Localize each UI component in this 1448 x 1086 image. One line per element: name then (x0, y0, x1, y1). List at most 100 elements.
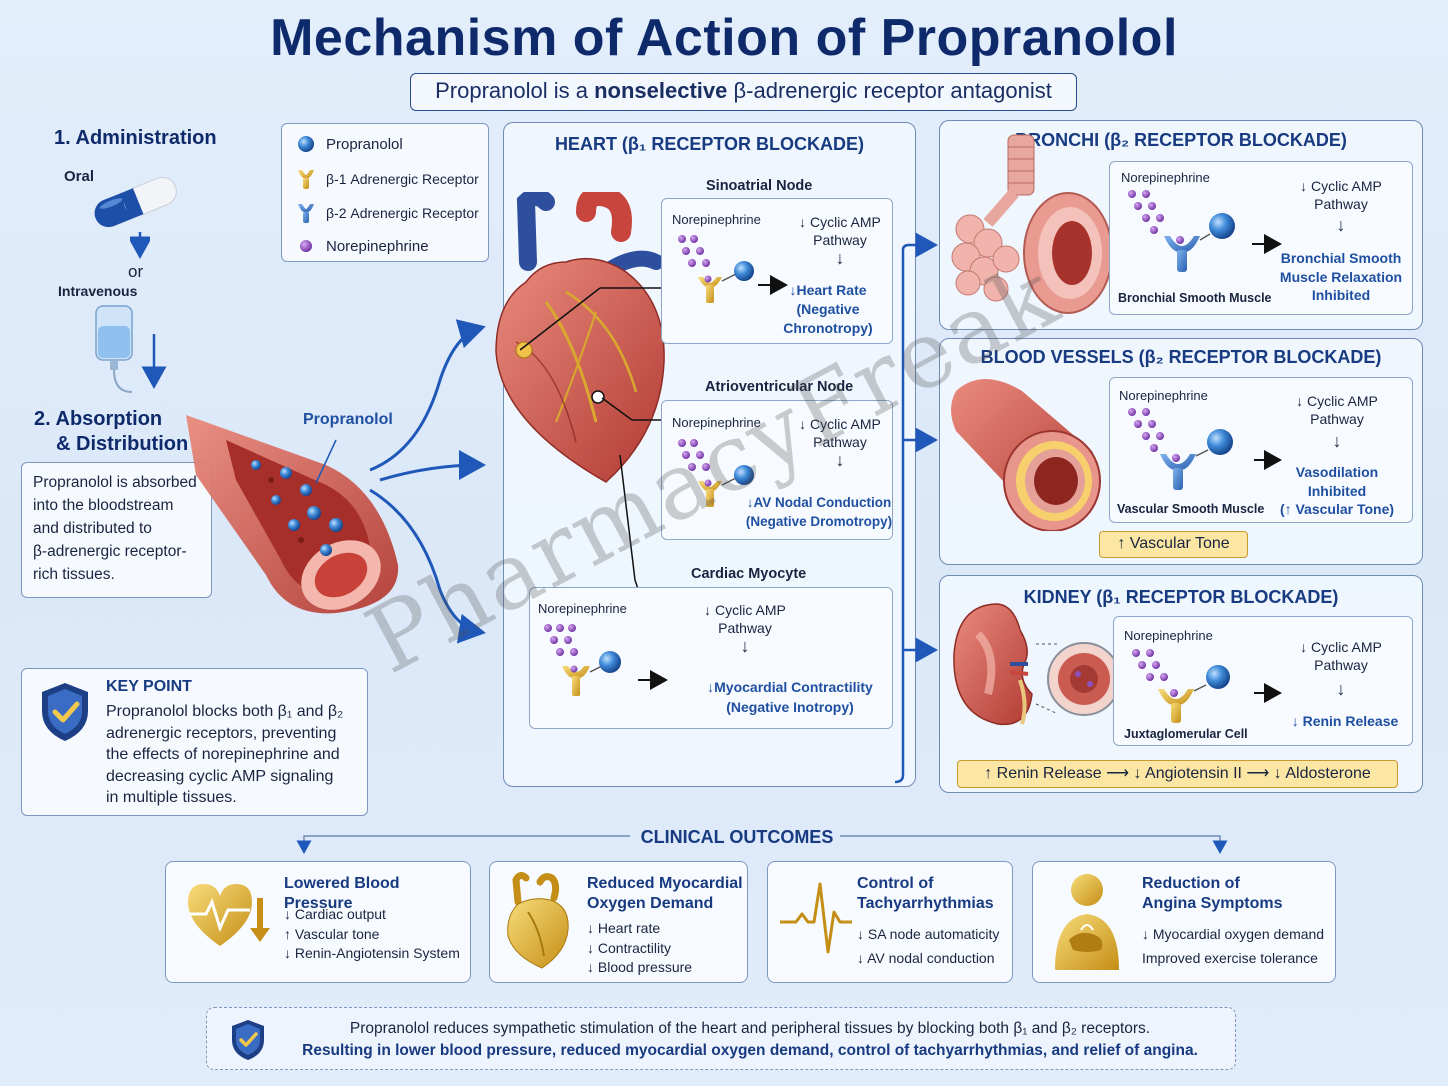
av-node-box: Norepinephrine ↓ Cyclic AMP Pathway ↓ ↓A… (661, 400, 893, 540)
key-point-heading: KEY POINT (106, 678, 192, 695)
blue-receptor-icon (298, 204, 314, 223)
bronchi-ne-label: Norepinephrine (1121, 170, 1210, 185)
sa-camp-text: ↓ Cyclic AMP Pathway ↓ (786, 213, 894, 267)
iv-bag-icon (95, 305, 167, 393)
outcome-line: ↑ Vascular tone (284, 925, 380, 942)
vessels-ne-label: Norepinephrine (1119, 388, 1208, 403)
camp-line: ↓ Cyclic AMP (704, 602, 786, 618)
myocyte-effect-text: ↓Myocardial Contractility (Negative Inot… (690, 678, 890, 717)
outcome-title-line: Lowered Blood Pressure (284, 875, 400, 912)
camp-line: Pathway (813, 232, 867, 248)
effect-line: Inhibited (1311, 287, 1371, 303)
vessels-camp-text: ↓ Cyclic AMP Pathway ↓ (1276, 392, 1398, 454)
sa-effect-text: ↓Heart Rate (Negative Chronotropy) (774, 281, 882, 338)
absorption-heading: 2. Absorption & Distribution (34, 407, 188, 457)
absorption-text-line: Propranolol is absorbed (33, 474, 197, 491)
bronchi-camp-text: ↓ Cyclic AMP Pathway ↓ (1280, 177, 1402, 237)
effect-line: Muscle Relaxation (1279, 268, 1403, 285)
vessels-cell-label: Vascular Smooth Muscle (1117, 502, 1265, 516)
kidney-ne-label: Norepinephrine (1124, 628, 1213, 643)
key-point-box: KEY POINT Propranolol blocks both β₁ and… (21, 668, 368, 816)
legend-item-norepinephrine: Norepinephrine (296, 236, 429, 256)
heart-pulse-icon (188, 884, 270, 946)
outcome-title-line: Angina Symptoms (1142, 895, 1283, 912)
outcome-line: ↓ Heart rate (587, 920, 661, 936)
camp-line: ↓ Cyclic AMP (1300, 639, 1382, 655)
oral-label: Oral (64, 168, 95, 185)
absorption-text-line: rich tissues. (33, 566, 115, 583)
clinical-outcomes-heading: CLINICAL OUTCOMES (640, 827, 834, 847)
outcome-line: ↓ SA node automaticity (857, 926, 1000, 942)
distribution-arrows (369, 319, 486, 644)
absorption-text-box: Propranolol is absorbed into the bloodst… (21, 462, 212, 598)
bronchi-title: BRONCHI (β₂ RECEPTOR BLOCKADE) (1015, 130, 1347, 150)
bronchi-cell-label: Bronchial Smooth Muscle (1118, 291, 1272, 305)
legend-item-beta1: β-1 Adrenergic Receptor (296, 168, 479, 190)
outcome-card-blood-pressure: Lowered Blood Pressure ↓ Cardiac output … (165, 861, 471, 983)
key-point-line: decreasing cyclic AMP signaling (106, 767, 334, 785)
absorption-text-line: and distributed to (33, 520, 152, 537)
summary-line-2: Resulting in lower blood pressure, reduc… (302, 1042, 1198, 1059)
summary-line-1: Propranolol reduces sympathetic stimulat… (349, 1020, 1151, 1037)
outcome-line: Improved exercise tolerance (1142, 950, 1318, 966)
camp-line: ↓ Cyclic AMP (1296, 393, 1378, 409)
page-title: Mechanism of Action of Propranolol (270, 9, 1178, 67)
av-receptor-graphic (678, 439, 754, 507)
legend-box: Propranolol β-1 Adrenergic Receptor β-2 … (281, 123, 489, 262)
outcome-title-line: Reduction of (1142, 875, 1240, 892)
outcome-line: ↓ Blood pressure (587, 959, 693, 975)
sa-receptor-graphic (678, 235, 788, 303)
effect-line: ↓AV Nodal Conduction (746, 495, 892, 510)
outcome-line: ↓ Renin-Angiotensin System (284, 945, 460, 961)
camp-line: Pathway (813, 434, 867, 450)
camp-line: ↓ Cyclic AMP (799, 416, 881, 432)
outcome-title-line: Tachyarrhythmias (857, 895, 994, 912)
camp-down-arrow: ↓ (835, 248, 845, 268)
legend-label: β-1 Adrenergic Receptor (326, 171, 479, 187)
myocyte-ne-label: Norepinephrine (538, 601, 627, 616)
vessels-receptor-graphic (1128, 408, 1282, 490)
vessel-propranolol-label: Propranolol (303, 411, 393, 428)
legend-label: β-2 Adrenergic Receptor (326, 205, 479, 221)
subtitle-bold: nonselective (594, 78, 728, 103)
outcome-lines: ↓ SA node automaticity ↓ AV nodal conduc… (857, 922, 999, 970)
av-ne-label: Norepinephrine (672, 415, 761, 430)
blue-sphere-icon (298, 136, 314, 152)
camp-down-arrow: ↓ (740, 636, 750, 656)
bronchi-effect-text: Bronchial Smooth Muscle Relaxation Inhib… (1274, 249, 1408, 305)
outcome-title: Control of Tachyarrhythmias (857, 874, 994, 914)
key-point-line: the effects of norepinephrine and (106, 746, 340, 763)
myocyte-camp-text: ↓ Cyclic AMP Pathway ↓ (690, 601, 800, 655)
camp-down-arrow: ↓ (1336, 215, 1346, 235)
absorption-text-line: into the bloodstream (33, 497, 174, 514)
camp-down-arrow: ↓ (1336, 679, 1346, 699)
clinical-outcomes-divider (296, 835, 1228, 854)
outcome-card-angina: Reduction of Angina Symptoms ↓ Myocardia… (1032, 861, 1336, 983)
or-label: or (128, 262, 144, 281)
myocyte-label: Cardiac Myocyte (691, 566, 807, 582)
legend-item-propranolol: Propranolol (296, 134, 403, 154)
outcome-line: ↓ Contractility (587, 939, 672, 956)
shield-check-icon (42, 683, 88, 741)
intravenous-label: Intravenous (58, 283, 138, 299)
heart-panel-title: HEART (β₁ RECEPTOR BLOCKADE) (554, 134, 865, 154)
legend-label: Norepinephrine (326, 237, 429, 255)
sa-node-box: Norepinephrine ↓ Cyclic AMP Pathway ↓ ↓H… (661, 198, 893, 344)
summary-box: Propranolol reduces sympathetic stimulat… (206, 1007, 1236, 1070)
ecg-icon (780, 882, 852, 954)
camp-line: ↓ Cyclic AMP (1300, 178, 1382, 194)
myocyte-receptor-graphic (544, 624, 668, 696)
oral-down-arrow-icon (130, 232, 150, 259)
outcome-lines: ↓ Cardiac output ↑ Vascular tone ↓ Renin… (284, 905, 460, 964)
gold-receptor-icon (298, 170, 314, 189)
kidney-receptor-graphic (1132, 649, 1282, 723)
av-effect-text: ↓AV Nodal Conduction (Negative Dromotrop… (744, 494, 894, 531)
outcome-line: ↓ AV nodal conduction (857, 950, 995, 966)
sa-node-label: Sinoatrial Node (706, 178, 813, 194)
heart-organ-icon (507, 872, 569, 969)
outcome-title: Reduced Myocardial Oxygen Demand (587, 874, 743, 914)
effect-line: (Negative (796, 301, 860, 317)
av-node-label: Atrioventricular Node (705, 379, 854, 395)
effect-line: Bronchial Smooth (1280, 250, 1402, 266)
renin-cascade-badge: ↑ Renin Release ⟶ ↓ Angiotensin II ⟶ ↓ A… (957, 760, 1398, 788)
